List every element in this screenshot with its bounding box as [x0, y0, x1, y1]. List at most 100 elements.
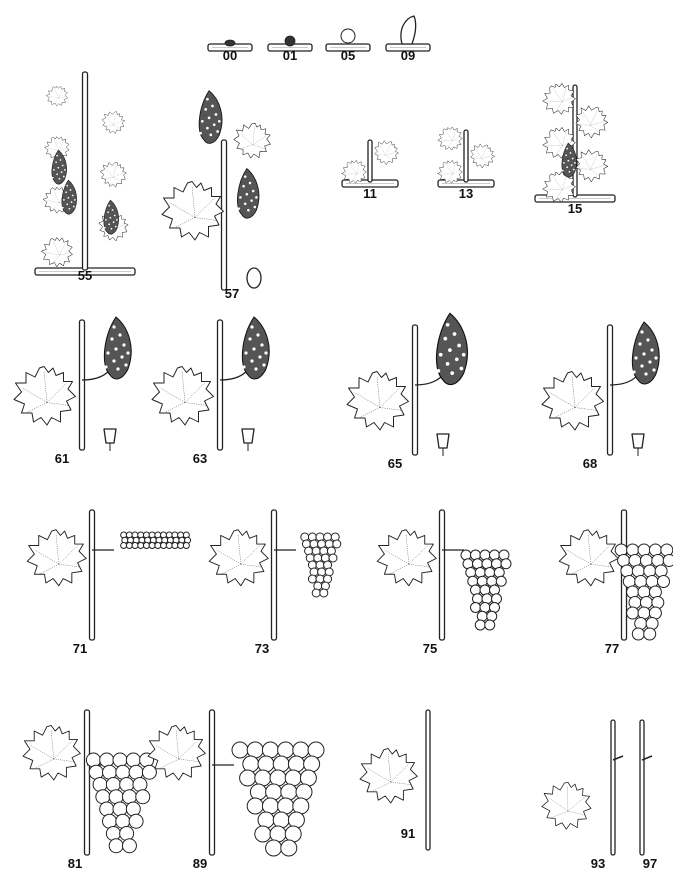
stage-97: [640, 720, 652, 855]
stage-91: [360, 710, 430, 850]
stage-61: [14, 317, 131, 451]
stage-09: [386, 16, 430, 51]
shoot-stem: [413, 325, 418, 455]
berry: [178, 543, 184, 549]
berry: [100, 753, 114, 767]
leaf: [44, 83, 71, 109]
stage-71: [27, 510, 190, 640]
shoot-stem: [640, 720, 644, 855]
stage-label-05: 05: [341, 48, 355, 63]
berry: [273, 812, 289, 828]
stage-label-15: 15: [568, 201, 582, 216]
berry: [142, 765, 156, 779]
berry: [329, 554, 337, 562]
berry: [232, 742, 248, 758]
berry: [644, 565, 656, 577]
stage-label-09: 09: [401, 48, 415, 63]
stage-label-81: 81: [68, 856, 82, 871]
berry: [627, 607, 639, 619]
berry: [496, 576, 506, 586]
berry: [122, 839, 136, 853]
stage-label-77: 77: [605, 641, 619, 656]
stage-89: [148, 710, 324, 856]
shoot-stem: [210, 710, 215, 855]
shoot-stem: [611, 720, 615, 855]
berry: [658, 576, 670, 588]
stage-label-65: 65: [388, 456, 402, 471]
leaf: [542, 372, 604, 431]
berry: [129, 814, 143, 828]
berry: [661, 544, 673, 556]
berry: [296, 784, 312, 800]
shoot-stem: [608, 325, 613, 455]
leaf: [99, 108, 128, 136]
berry: [183, 543, 189, 549]
stage-15: [535, 77, 615, 208]
berry: [113, 802, 127, 816]
berry: [333, 540, 341, 548]
berry: [635, 618, 647, 630]
stage-label-57: 57: [225, 286, 239, 301]
leaf: [162, 182, 224, 241]
stage-55: [35, 72, 135, 275]
stage-label-93: 93: [591, 856, 605, 871]
berry: [93, 778, 107, 792]
stage-label-73: 73: [255, 641, 269, 656]
stage-label-71: 71: [73, 641, 87, 656]
berry: [120, 778, 134, 792]
berry: [113, 753, 127, 767]
berry: [143, 543, 149, 549]
berry: [126, 802, 140, 816]
berry: [133, 778, 147, 792]
berry: [106, 778, 120, 792]
stage-68: [542, 322, 659, 456]
leaf: [434, 122, 467, 155]
shoot-stem: [464, 130, 468, 182]
stage-77: [559, 510, 673, 640]
berry: [138, 543, 144, 549]
berry: [308, 575, 316, 583]
berry: [646, 618, 658, 630]
berry: [86, 753, 100, 767]
stage-75: [377, 510, 511, 640]
bud: [225, 40, 235, 46]
leaf: [370, 136, 403, 169]
berry: [247, 798, 263, 814]
berry: [109, 839, 123, 853]
berry: [255, 826, 271, 842]
flower-detail: [104, 429, 116, 443]
flower-detail: [437, 434, 449, 448]
shoot-stem: [440, 510, 445, 640]
leaf: [559, 530, 618, 586]
leaf: [540, 780, 593, 831]
shoot-stem: [272, 510, 277, 640]
berry: [621, 565, 633, 577]
berry: [106, 827, 120, 841]
berry: [281, 784, 297, 800]
berry: [120, 827, 134, 841]
berry: [649, 586, 661, 598]
berry: [288, 756, 304, 772]
stage-label-61: 61: [55, 451, 69, 466]
leaf: [347, 372, 409, 431]
berry: [243, 756, 259, 772]
stage-63: [152, 317, 269, 451]
berry: [161, 543, 167, 549]
flower-detail: [242, 429, 254, 443]
berry: [240, 770, 256, 786]
stage-label-63: 63: [193, 451, 207, 466]
berry: [644, 628, 656, 640]
berry: [638, 544, 650, 556]
stage-label-97: 97: [643, 856, 657, 871]
shoot-stem: [222, 140, 227, 290]
stage-81: [23, 710, 156, 855]
berry: [471, 603, 481, 613]
berry: [258, 812, 274, 828]
stage-label-01: 01: [283, 48, 297, 63]
berry: [155, 543, 161, 549]
leaf: [27, 530, 86, 586]
berry: [126, 753, 140, 767]
berry: [485, 620, 495, 630]
berry: [320, 589, 328, 597]
